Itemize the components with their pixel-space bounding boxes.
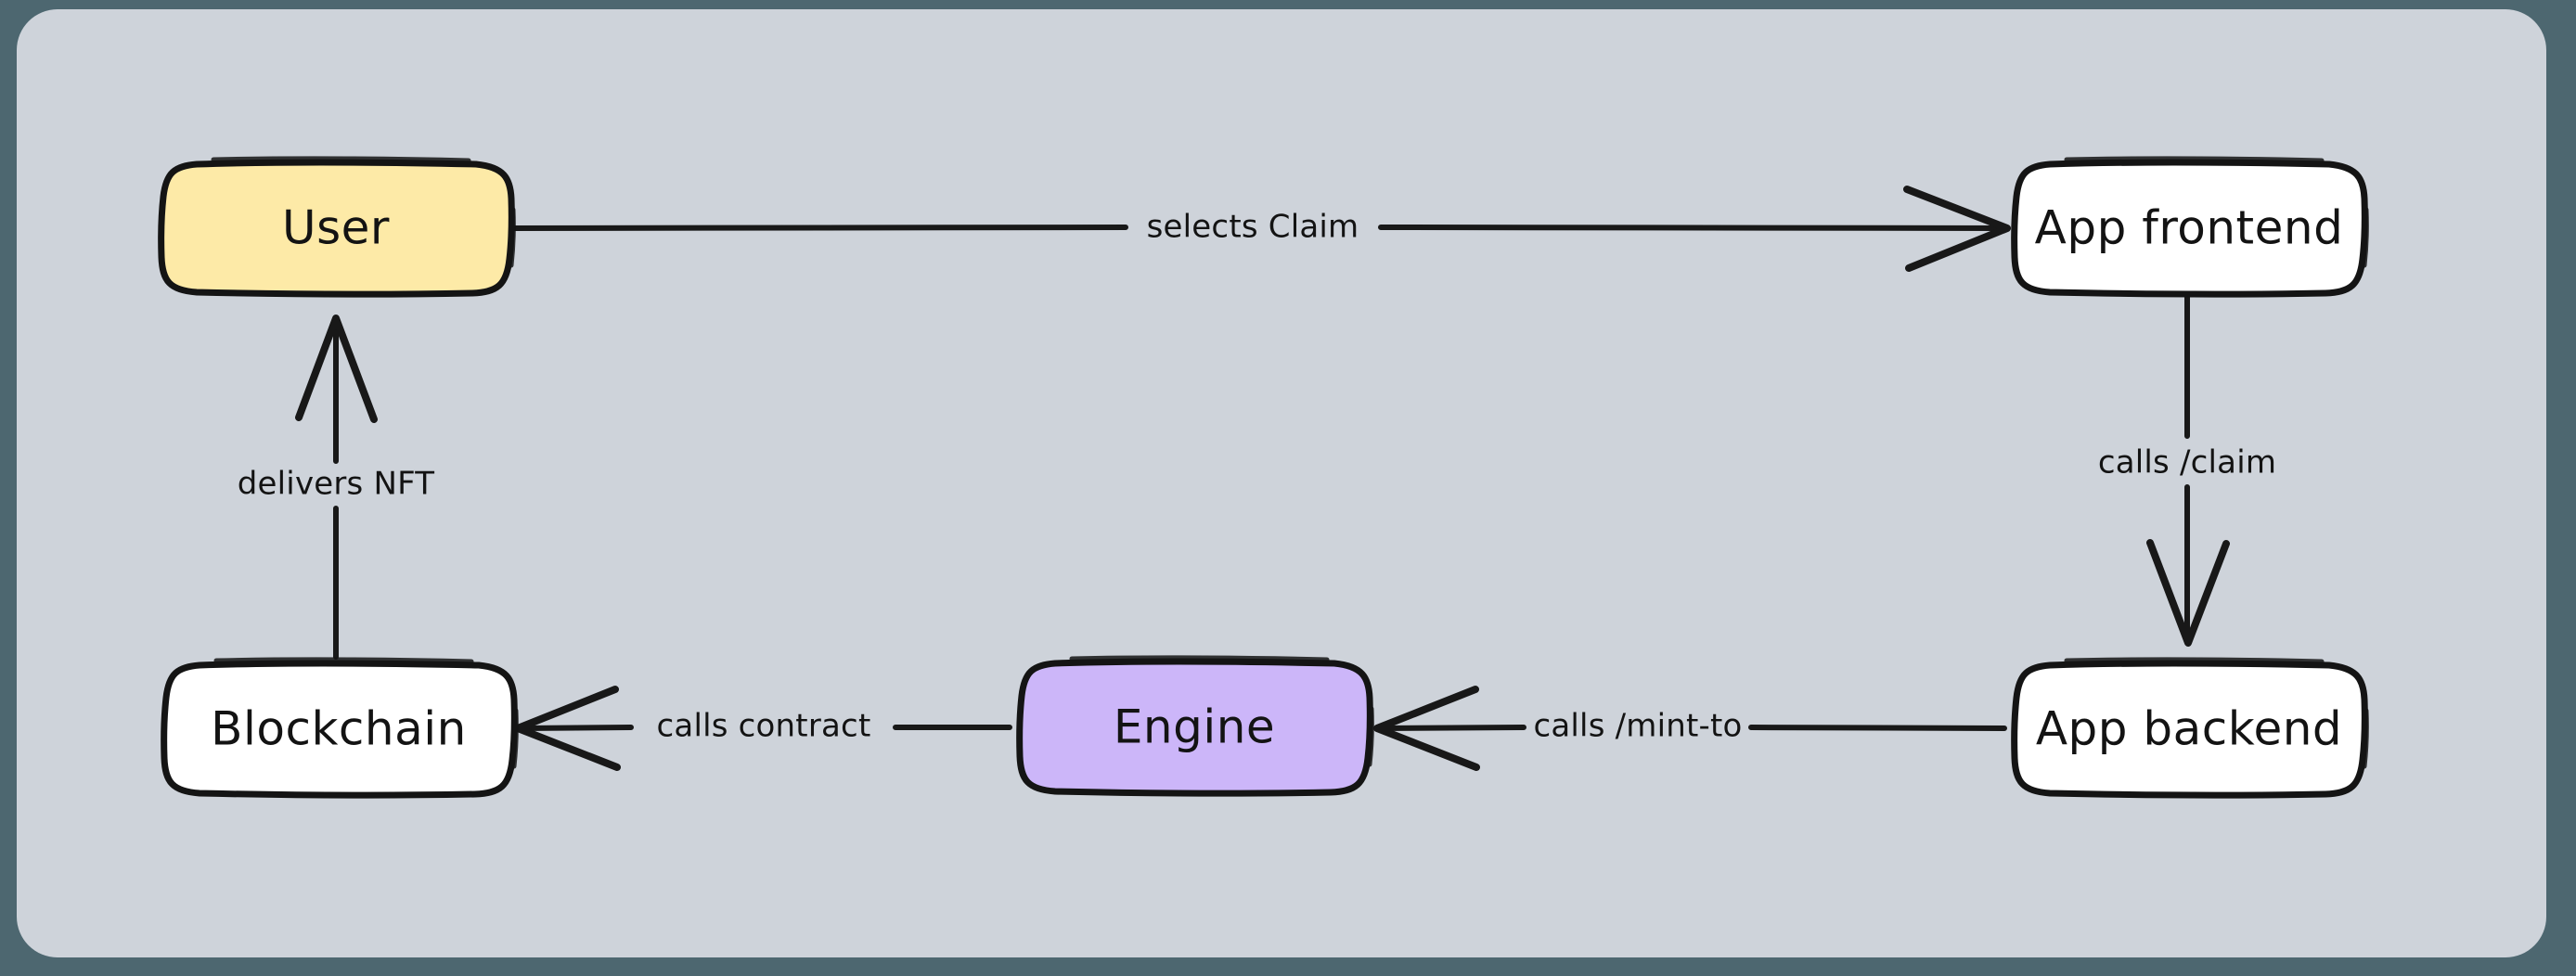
node-engine[interactable]: Engine — [1016, 655, 1374, 797]
edge-calls-mint-to: calls /mint-to — [1373, 686, 2007, 771]
node-app-backend[interactable]: App backend — [2011, 657, 2369, 799]
edge-line — [519, 725, 1012, 731]
edge-label: calls /mint-to — [1533, 708, 1742, 745]
node-app-frontend[interactable]: App frontend — [2011, 156, 2369, 298]
node-outline — [2011, 660, 2368, 799]
node-label: Blockchain — [211, 702, 467, 756]
edge-delivers-nft: delivers NFT — [238, 315, 435, 660]
edge-line — [509, 225, 2007, 231]
node-outline — [1016, 658, 1373, 797]
node-outline-sketch — [1069, 655, 1374, 767]
node-blockchain[interactable]: Blockchain — [161, 657, 519, 799]
node-body — [1021, 662, 1368, 791]
node-body — [2016, 163, 2363, 292]
edge-label: delivers NFT — [238, 466, 435, 503]
edge-label: selects Claim — [1147, 209, 1359, 246]
edge-calls-contract: calls contract — [514, 686, 1012, 771]
node-body — [165, 664, 512, 793]
node-label: User — [282, 201, 390, 255]
node-label: Engine — [1114, 700, 1275, 754]
node-outline — [2011, 159, 2368, 298]
edge-label: calls /claim — [2098, 444, 2276, 482]
node-outline — [158, 159, 515, 298]
arrowhead-right-icon — [1903, 186, 2011, 272]
node-body — [162, 163, 509, 292]
node-user[interactable]: User — [158, 156, 516, 298]
node-outline-sketch — [211, 156, 516, 268]
edge-calls-claim: calls /claim — [2098, 292, 2276, 647]
node-outline — [161, 660, 518, 799]
edge-selects-claim: selects Claim — [509, 186, 2011, 272]
arrowhead-left-icon — [1373, 686, 1480, 771]
node-label: App frontend — [2035, 201, 2344, 255]
node-label: App backend — [2036, 702, 2342, 756]
arrowhead-up-icon — [295, 315, 378, 423]
edge-label: calls contract — [657, 708, 871, 745]
node-body — [2016, 664, 2363, 793]
node-outline-sketch — [2064, 657, 2369, 769]
node-outline-sketch — [2064, 156, 2369, 268]
node-outline-sketch — [213, 657, 519, 769]
arrowhead-down-icon — [2146, 539, 2230, 647]
edge-line — [1377, 725, 2007, 731]
